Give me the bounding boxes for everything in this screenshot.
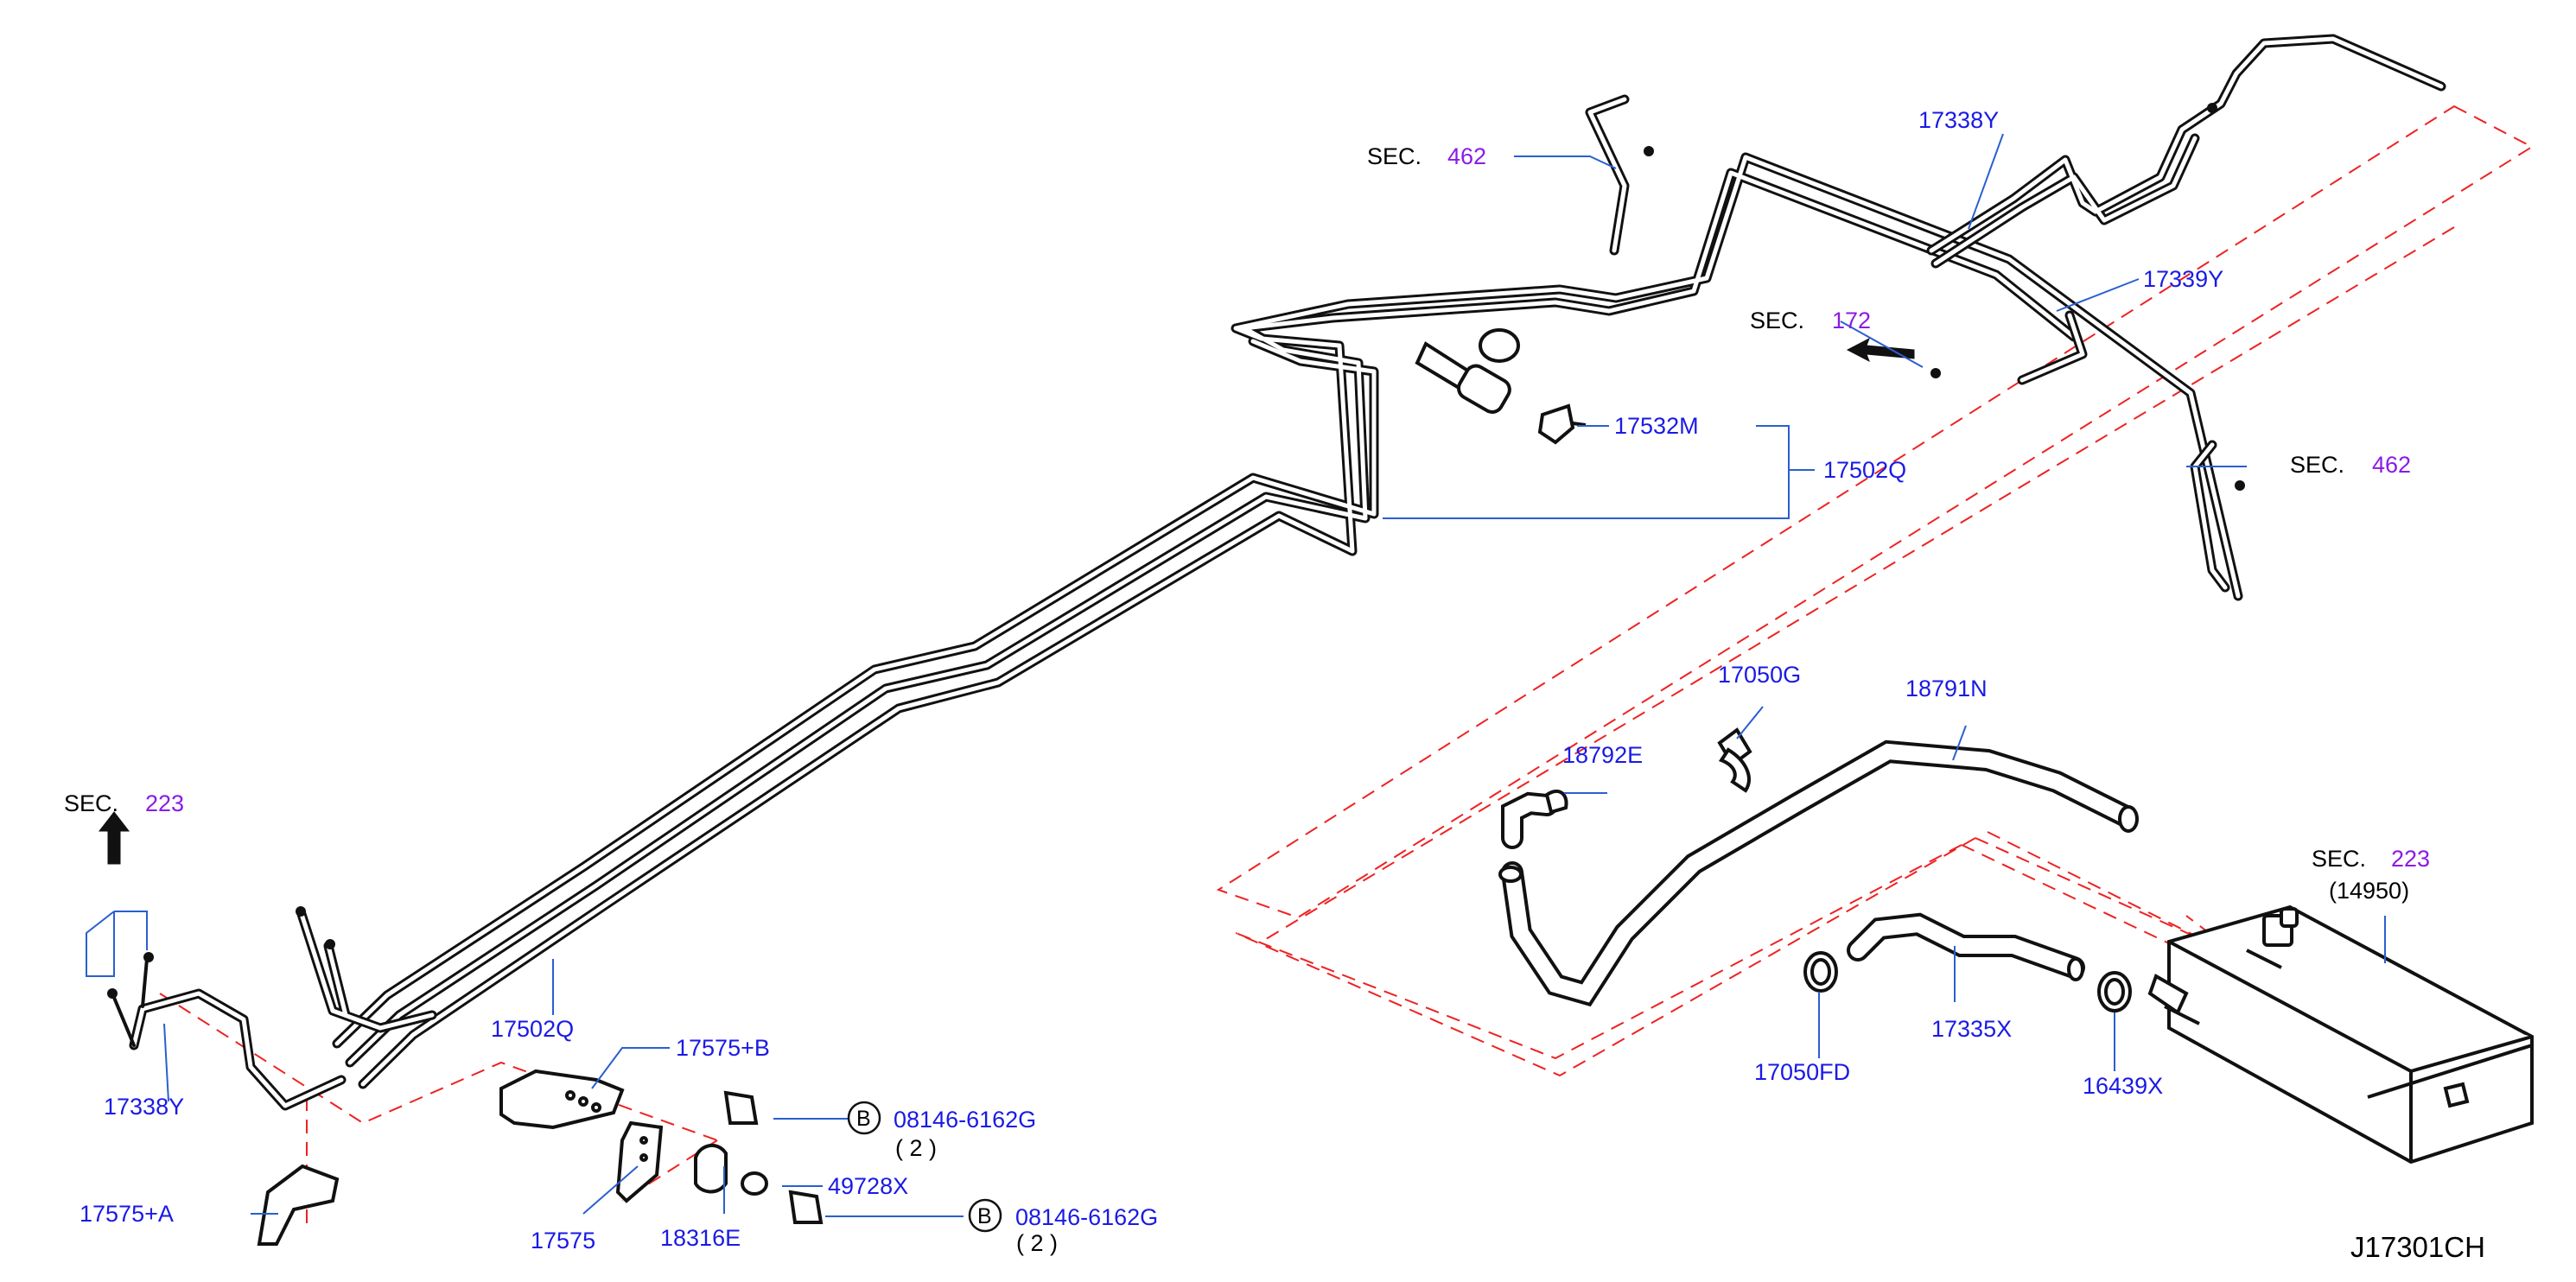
bolt-symbol-lower: B xyxy=(977,1204,992,1228)
part-17050fd: 17050FD xyxy=(1754,1059,1850,1085)
arrow-up-icon xyxy=(98,811,130,865)
part-17575a: 17575+A xyxy=(80,1201,174,1227)
part-17502q-right: 17502Q xyxy=(1823,457,1906,483)
main-fuel-tubes xyxy=(332,152,2243,1089)
labels: SEC. 462 SEC. 172 SEC. 462 SEC. 223 SEC.… xyxy=(64,107,2485,1263)
sec-462-top-number: 462 xyxy=(1447,143,1486,169)
sec-462-right-number: 462 xyxy=(2372,452,2411,478)
quantity-lower: ( 2 ) xyxy=(1016,1230,1058,1256)
tube-end-dots xyxy=(107,103,2245,999)
sec-462-right-label: SEC. xyxy=(2290,452,2344,478)
bolt-symbol-lower-icon xyxy=(968,1198,1002,1233)
upper-right-tubes xyxy=(1585,34,2446,593)
sec-223-left-number: 223 xyxy=(145,790,184,816)
phantom-lines xyxy=(159,105,2535,1227)
sec-223-left-label: SEC. xyxy=(64,790,118,816)
sec-223-right-label: SEC. xyxy=(2312,846,2366,872)
part-16439x: 16439X xyxy=(2083,1073,2163,1099)
sec-223-right-ref: (14950) xyxy=(2329,878,2409,904)
hoses xyxy=(1498,739,2139,1007)
part-18791n: 18791N xyxy=(1905,676,1988,701)
part-08146-upper: 08146-6162G xyxy=(894,1107,1036,1133)
part-17575: 17575 xyxy=(531,1228,595,1253)
part-17502q-lower: 17502Q xyxy=(491,1016,574,1042)
part-08146-lower: 08146-6162G xyxy=(1015,1204,1158,1230)
part-18792e: 18792E xyxy=(1562,742,1643,768)
sec-462-top-label: SEC. xyxy=(1367,143,1422,169)
leader-lines xyxy=(86,133,2386,1217)
part-49728x: 49728X xyxy=(828,1173,908,1199)
quantity-upper: ( 2 ) xyxy=(895,1135,937,1161)
part-17575b: 17575+B xyxy=(676,1035,770,1061)
sec-172-label: SEC. xyxy=(1750,308,1804,333)
left-end-tubes xyxy=(111,906,437,1111)
part-17338y-top: 17338Y xyxy=(1918,107,1999,133)
part-17532m: 17532M xyxy=(1614,413,1699,439)
part-17339y: 17339Y xyxy=(2143,266,2223,292)
canister xyxy=(2147,904,2534,1165)
part-18316e: 18316E xyxy=(660,1225,741,1251)
bolt-symbol-upper: B xyxy=(856,1107,871,1131)
bolt-symbol-upper-icon xyxy=(847,1101,881,1135)
clamps xyxy=(1544,727,2132,1012)
sec-223-right-number: 223 xyxy=(2391,846,2430,872)
part-17338y-left: 17338Y xyxy=(104,1094,184,1120)
sec-172-number: 172 xyxy=(1832,308,1871,333)
diagram-code: J17301CH xyxy=(2350,1231,2485,1263)
part-17335x: 17335X xyxy=(1931,1016,2012,1042)
brackets-and-fasteners xyxy=(257,1069,824,1246)
part-17050g: 17050G xyxy=(1718,662,1801,688)
quick-connector xyxy=(1415,328,1587,445)
